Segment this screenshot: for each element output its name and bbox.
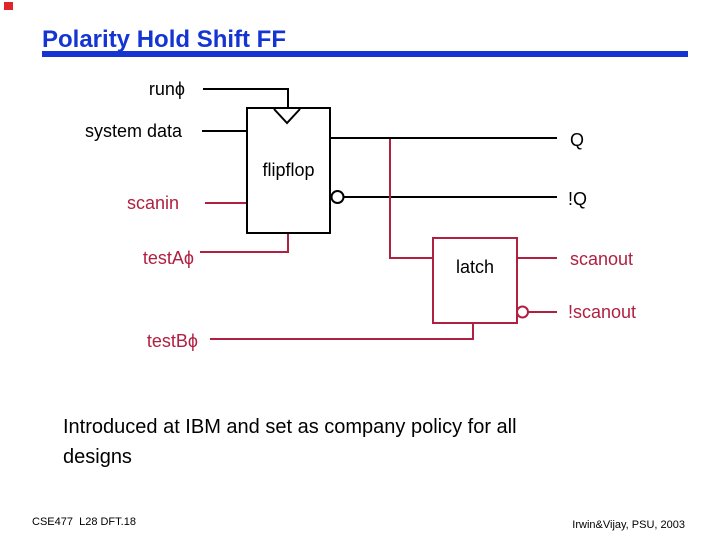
- flipflop-box: [246, 107, 331, 234]
- latch-box: [432, 237, 518, 324]
- body-text: Introduced at IBM and set as company pol…: [63, 416, 517, 468]
- label-q: Q: [570, 130, 585, 150]
- wire-test-b-phi: [210, 324, 474, 340]
- wire-q-to-latch: [389, 139, 432, 259]
- label-latch: latch: [455, 257, 495, 277]
- page-title: Polarity Hold Shift FF: [42, 26, 286, 53]
- wire-test-a-phi: [200, 234, 289, 253]
- title-underline: [42, 51, 688, 57]
- wire-run-phi: [203, 88, 289, 108]
- label-test-a-phi: testAϕ: [142, 248, 194, 268]
- label-scanout-bar: !scanout: [568, 302, 637, 322]
- footer-slide-id: CSE477 L28 DFT.18: [32, 516, 136, 528]
- q-bar-bubble-icon: [330, 190, 345, 204]
- scanout-bar-bubble-icon: [516, 305, 529, 319]
- label-q-bar: !Q: [568, 189, 588, 209]
- label-flipflop: flipflop: [262, 160, 315, 180]
- label-scanout: scanout: [570, 249, 634, 269]
- label-run-phi: runϕ: [148, 79, 185, 99]
- corner-red-square: [4, 2, 13, 10]
- label-scanin: scanin: [126, 193, 179, 213]
- footer-credits: Irwin&Vijay, PSU, 2003: [572, 519, 685, 531]
- label-test-b-phi: testBϕ: [146, 331, 198, 351]
- clock-notch-icon: [273, 108, 301, 125]
- label-system-data: system data: [84, 121, 182, 141]
